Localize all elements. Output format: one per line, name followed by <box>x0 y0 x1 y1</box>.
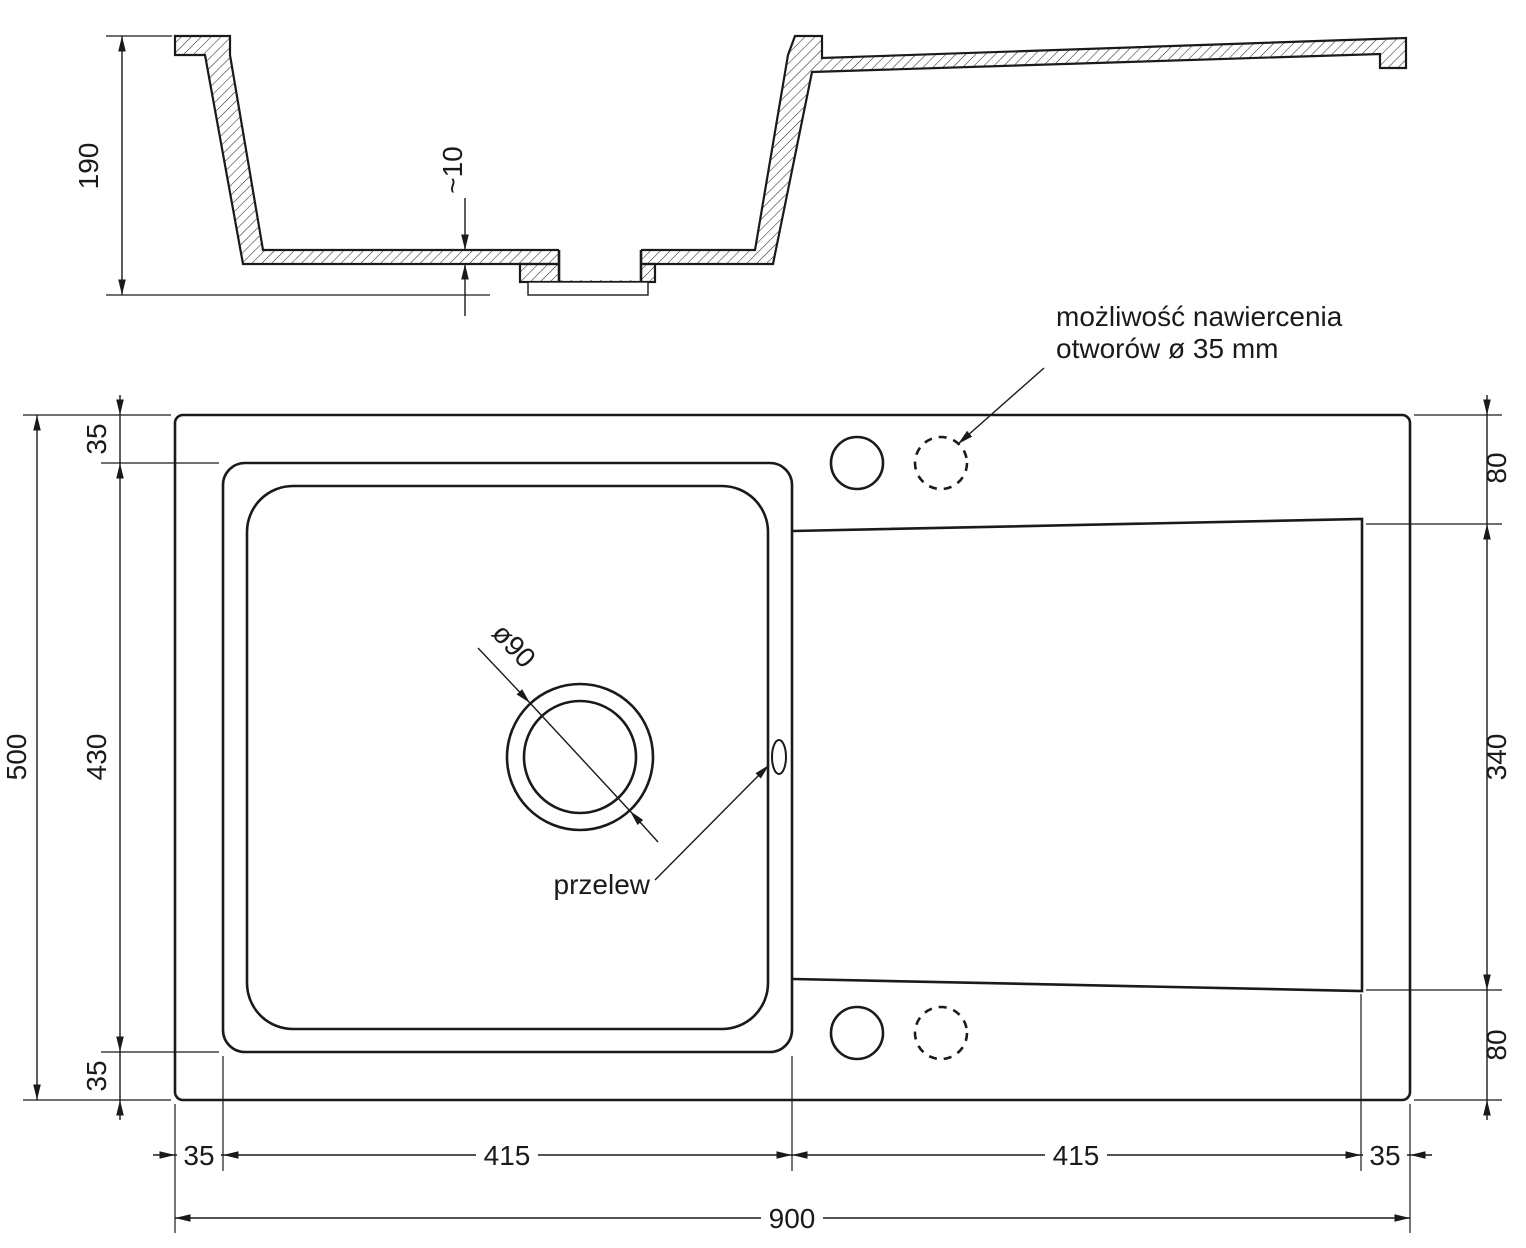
dimension-bottom-thickness: ~10 <box>437 146 469 316</box>
label-background <box>1045 1140 1107 1170</box>
overflow-slot <box>771 739 787 775</box>
overflow-label: przelew <box>554 869 651 900</box>
dim-label-35-top: 35 <box>81 423 112 454</box>
dim-label-900: 900 <box>769 1203 816 1234</box>
tap-hole-bottom <box>829 1005 885 1061</box>
section-drain-gasket <box>527 281 649 296</box>
dim-label-415-bowl: 415 <box>484 1140 531 1171</box>
leader-line <box>529 702 631 812</box>
leader-line <box>477 647 531 704</box>
dim-label-10: ~10 <box>437 146 468 194</box>
label-background <box>177 1140 221 1170</box>
dim-label-190: 190 <box>73 143 104 190</box>
dim-label-430: 430 <box>81 734 112 781</box>
tap-hole-top <box>829 435 885 491</box>
dim-label-35-right: 35 <box>1369 1140 1400 1171</box>
leader-line <box>654 764 770 881</box>
drill-note: możliwość nawiercenia otworów ø 35 mm <box>957 301 1343 445</box>
overflow-callout: przelew <box>554 764 770 900</box>
dim-label-500: 500 <box>1 734 32 781</box>
label-background <box>1363 1140 1407 1170</box>
dim-label-80-top: 80 <box>1481 452 1512 483</box>
bowl-outer-rim <box>221 461 794 1054</box>
dimension-bottom-row: 35 415 415 35 <box>153 994 1432 1233</box>
leader-line <box>629 810 659 843</box>
dim-label-35-left: 35 <box>183 1140 214 1171</box>
dim-label-415-drainer: 415 <box>1053 1140 1100 1171</box>
plan-view: ø90 przelew możliwość nawiercenia otworó… <box>1 301 1512 1234</box>
label-background <box>476 1140 538 1170</box>
dimension-overall-width: 900 <box>175 1203 1410 1234</box>
drainboard-outline <box>792 517 1364 993</box>
bowl-inner-rim <box>245 484 770 1031</box>
cross-section-view: 190 ~10 <box>73 34 1408 316</box>
dim-label-340: 340 <box>1481 734 1512 781</box>
dimension-left-column: 35 430 35 <box>81 395 219 1120</box>
dimension-overall-depth: 500 <box>1 414 171 1101</box>
drain-inner-circle <box>522 699 638 815</box>
optional-hole-top <box>913 435 969 491</box>
section-drain-hole-mask <box>559 248 641 280</box>
dimension-right-column: 80 340 80 <box>1366 395 1512 1120</box>
section-body <box>173 34 1408 266</box>
drill-note-line2: otworów ø 35 mm <box>1056 333 1279 364</box>
optional-hole-bottom <box>913 1005 969 1061</box>
dim-label-80-bottom: 80 <box>1481 1029 1512 1060</box>
label-background <box>761 1203 823 1233</box>
drill-note-line1: możliwość nawiercenia <box>1056 301 1343 332</box>
leader-line <box>957 367 1045 445</box>
drain-outer-circle <box>505 682 655 832</box>
dim-label-35-bottom: 35 <box>81 1060 112 1091</box>
dimension-section-height: 190 <box>73 35 490 296</box>
